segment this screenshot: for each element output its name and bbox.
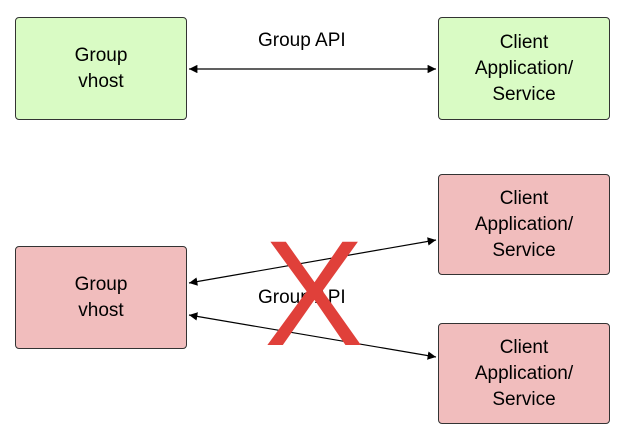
group-api-label-bottom: Group API [258, 287, 346, 308]
client-application-box-bottom-lower: Client Application/ Service [438, 323, 610, 424]
client-application-label-bottom-lower: Client Application/ Service [474, 336, 574, 410]
group-vhost-box-top: Group vhost [15, 17, 187, 120]
bottom-lower-api-arrow [188, 312, 437, 360]
bottom-upper-api-arrow [188, 237, 437, 286]
group-api-label-top: Group API [258, 30, 346, 51]
client-application-label-top: Client Application/ Service [474, 31, 574, 105]
client-application-box-top: Client Application/ Service [438, 17, 610, 120]
group-vhost-label-bottom: Group vhost [74, 273, 128, 321]
group-vhost-label-top: Group vhost [74, 44, 128, 92]
cross-icon: X [264, 209, 365, 377]
group-vhost-box-bottom: Group vhost [15, 246, 187, 349]
client-application-box-bottom-upper: Client Application/ Service [438, 174, 610, 275]
client-application-label-bottom-upper: Client Application/ Service [474, 187, 574, 261]
